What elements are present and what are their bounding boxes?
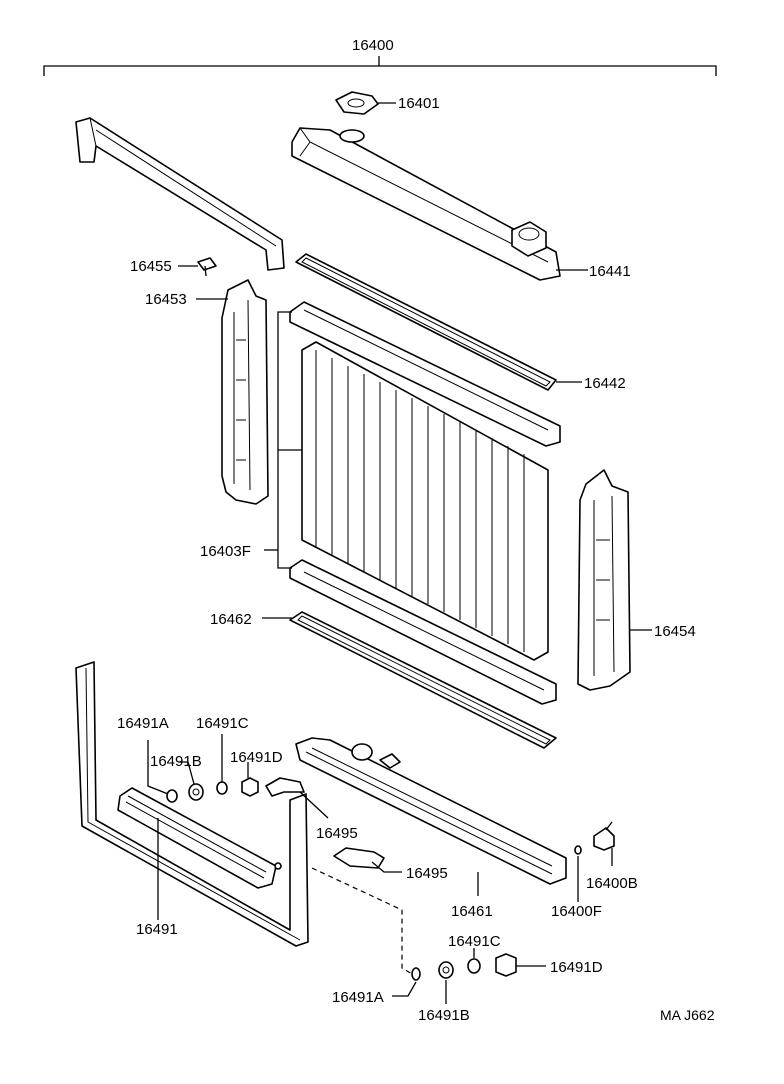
callout-16453: 16453 — [145, 291, 187, 308]
right-support-bracket-icon — [577, 469, 631, 691]
core-callout-bracket — [264, 311, 302, 569]
washer-icon — [438, 961, 454, 979]
washer-icon — [467, 958, 481, 974]
washer-icon — [166, 789, 178, 803]
callout-16491B-top: 16491B — [150, 753, 202, 770]
callout-16491B-bot: 16491B — [418, 1007, 470, 1024]
hose-icon — [265, 777, 305, 797]
callout-16454: 16454 — [654, 623, 696, 640]
callout-16491D-bot: 16491D — [550, 959, 603, 976]
nut-icon — [241, 777, 259, 797]
callout-16401: 16401 — [398, 95, 440, 112]
upper-tank-icon — [291, 127, 561, 281]
assembly-bracket — [43, 56, 717, 76]
washer-icon — [216, 781, 228, 795]
callout-16495-b: 16495 — [406, 865, 448, 882]
washer-icon — [188, 783, 204, 801]
figure-code: MA J662 — [660, 1007, 715, 1023]
callout-16442: 16442 — [584, 375, 626, 392]
callout-16400F: 16400F — [551, 903, 602, 920]
core-upper-plate-icon — [289, 301, 561, 447]
core-fins-icon — [301, 341, 549, 661]
callout-16462: 16462 — [210, 611, 252, 628]
callout-16495-a: 16495 — [316, 825, 358, 842]
callout-16491C-bot: 16491C — [448, 933, 501, 950]
assembly-number: 16400 — [352, 37, 394, 54]
core-lower-plate-icon — [289, 559, 557, 705]
drain-cock-icon — [593, 821, 615, 851]
nut-icon — [495, 953, 517, 977]
drain-washer-icon — [574, 845, 582, 855]
callout-16491A-bot: 16491A — [332, 989, 384, 1006]
lower-tank-icon — [295, 737, 567, 885]
callout-16491A-top: 16491A — [117, 715, 169, 732]
lower-gasket-icon — [289, 611, 557, 749]
callout-16441: 16441 — [589, 263, 631, 280]
callout-16491C-top: 16491C — [196, 715, 249, 732]
callout-16455: 16455 — [130, 258, 172, 275]
callout-16403F: 16403F — [200, 543, 251, 560]
callout-16491: 16491 — [136, 921, 178, 938]
oil-cooler-icon — [117, 787, 282, 889]
upper-gasket-icon — [295, 253, 557, 391]
washer-icon — [411, 967, 421, 981]
bolt-icon — [197, 257, 217, 277]
hose-icon — [333, 847, 385, 869]
left-support-bracket-icon — [221, 279, 269, 505]
callout-16400B: 16400B — [586, 875, 638, 892]
radiator-cap-icon — [335, 91, 379, 115]
callout-16461: 16461 — [451, 903, 493, 920]
upper-support-bar-icon — [75, 117, 285, 271]
routing-dashed-line — [311, 867, 413, 975]
callout-16491D-top: 16491D — [230, 749, 283, 766]
lower-support-frame-icon — [75, 661, 309, 947]
